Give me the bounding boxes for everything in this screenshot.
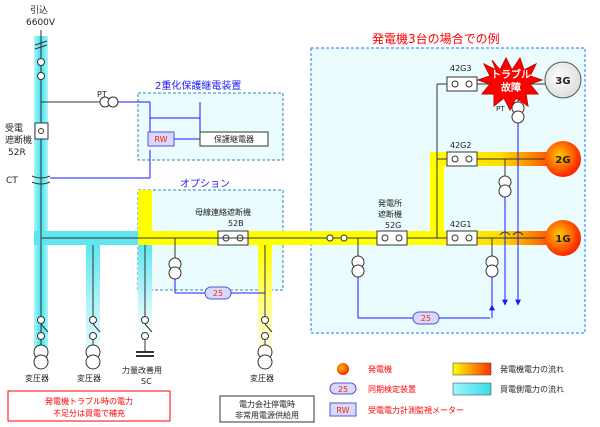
protection-title: 2重化保護継電装置 — [155, 79, 241, 92]
breaker-42G2[interactable] — [446, 151, 478, 167]
example-title: 発電機3台の場合での例 — [372, 31, 500, 46]
plant-breaker-label: 発電所 — [378, 198, 402, 208]
option-title: オプション — [180, 178, 230, 190]
svg-text:変圧器: 変圧器 — [250, 373, 274, 383]
svg-text:52G: 52G — [385, 221, 401, 230]
svg-text:力量改善用: 力量改善用 — [122, 365, 162, 375]
svg-text:1G: 1G — [555, 234, 570, 245]
legend-gen-flow-swatch — [452, 362, 492, 376]
svg-text:変圧器: 変圧器 — [25, 373, 49, 383]
gen-pt-label: PT — [496, 105, 505, 113]
svg-text:不足分は買電で補充: 不足分は買電で補充 — [53, 408, 125, 418]
incoming-label: 引込 6600V — [26, 5, 56, 28]
svg-text:買電側電力の流れ: 買電側電力の流れ — [500, 384, 564, 394]
legend: 発電機 25 同期検定装置 RW 受電電力計測監視メーター 発電機電力の流れ 買… — [329, 362, 564, 417]
trouble-burst-icon — [476, 56, 544, 112]
legend-generator-icon — [337, 363, 349, 375]
ct-label: CT — [6, 176, 18, 186]
svg-text:25: 25 — [213, 289, 223, 298]
svg-text:引込: 引込 — [30, 5, 48, 16]
breaker-42G3[interactable] — [446, 76, 478, 92]
svg-text:遮断機: 遮断機 — [5, 134, 32, 146]
svg-text:SC: SC — [141, 377, 152, 386]
protection-relay[interactable] — [199, 131, 269, 147]
svg-text:非常用電源供給用: 非常用電源供給用 — [235, 410, 299, 420]
svg-text:変圧器: 変圧器 — [77, 373, 101, 383]
svg-text:2G: 2G — [555, 155, 570, 166]
note-left — [7, 390, 171, 422]
legend-sync-icon — [329, 382, 357, 395]
legend-buy-flow-swatch — [452, 382, 492, 396]
svg-text:電力会社停電時: 電力会社停電時 — [239, 399, 295, 409]
svg-text:故障: 故障 — [501, 81, 521, 94]
generator-3G[interactable] — [544, 61, 582, 99]
note-right — [219, 395, 315, 423]
svg-text:保護継電器: 保護継電器 — [214, 134, 254, 144]
tie-breaker-label: 母線連絡遮断機 — [195, 207, 251, 217]
generator-1G[interactable] — [545, 220, 581, 256]
pt-label: PT — [97, 90, 107, 99]
plant-breaker-52G[interactable] — [376, 230, 408, 246]
legend-rw-icon — [329, 402, 357, 417]
svg-text:トラブル: トラブル — [491, 68, 531, 81]
svg-text:受電電力計測監視メーター: 受電電力計測監視メーター — [368, 405, 464, 415]
svg-text:RW: RW — [336, 406, 349, 415]
breaker-42G3-label: 42G3 — [450, 64, 471, 73]
svg-text:発電機電力の流れ: 発電機電力の流れ — [500, 364, 564, 374]
generator-2G[interactable] — [545, 141, 581, 177]
svg-text:遮断機: 遮断機 — [378, 209, 402, 219]
breaker-42G1-label: 42G1 — [450, 220, 471, 229]
svg-text:RW: RW — [154, 135, 167, 144]
svg-text:同期検定装置: 同期検定装置 — [368, 384, 416, 394]
svg-text:発電機トラブル時の電力: 発電機トラブル時の電力 — [45, 396, 133, 406]
svg-text:3G: 3G — [555, 76, 570, 87]
branch-yellow-option — [138, 190, 152, 235]
example-region — [310, 47, 586, 334]
svg-text:発電機: 発電機 — [368, 364, 392, 374]
breaker-42G1[interactable] — [446, 230, 478, 246]
svg-text:6600V: 6600V — [26, 18, 56, 28]
svg-text:25: 25 — [338, 385, 348, 394]
svg-text:52R: 52R — [8, 148, 26, 158]
receiving-breaker-label: 受電 — [5, 122, 23, 134]
svg-text:25: 25 — [421, 314, 431, 323]
breaker-42G2-label: 42G2 — [450, 141, 471, 150]
protection-region — [137, 92, 284, 161]
svg-text:52B: 52B — [228, 219, 244, 228]
